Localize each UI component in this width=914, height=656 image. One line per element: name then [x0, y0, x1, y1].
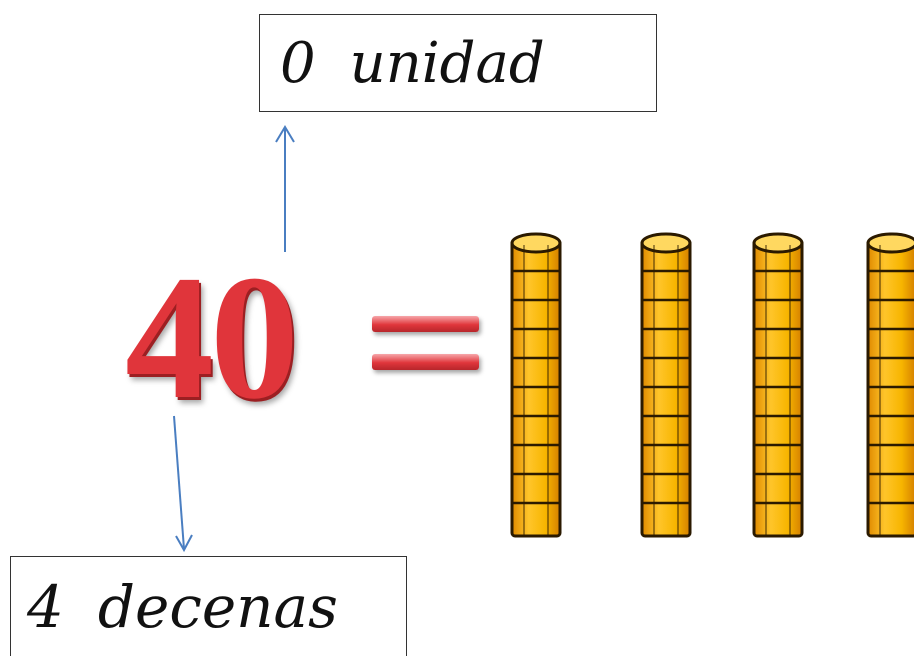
ten-rod-icon [510, 232, 562, 538]
tens-word: decenas [97, 572, 338, 641]
down-arrow-icon [173, 415, 193, 553]
tens-digit: 4 [27, 572, 64, 641]
tens-label-box: 4 decenas [10, 556, 407, 656]
up-arrow-icon [275, 125, 295, 252]
units-word: unidad [349, 30, 545, 96]
equals-sign [372, 316, 479, 371]
ten-rod-icon [752, 232, 804, 538]
units-label-box: 0 unidad [259, 14, 657, 112]
ten-rod-icon [866, 232, 914, 538]
ten-rod-icon [640, 232, 692, 538]
number-forty: 40 [125, 238, 299, 436]
units-digit: 0 [280, 30, 316, 96]
